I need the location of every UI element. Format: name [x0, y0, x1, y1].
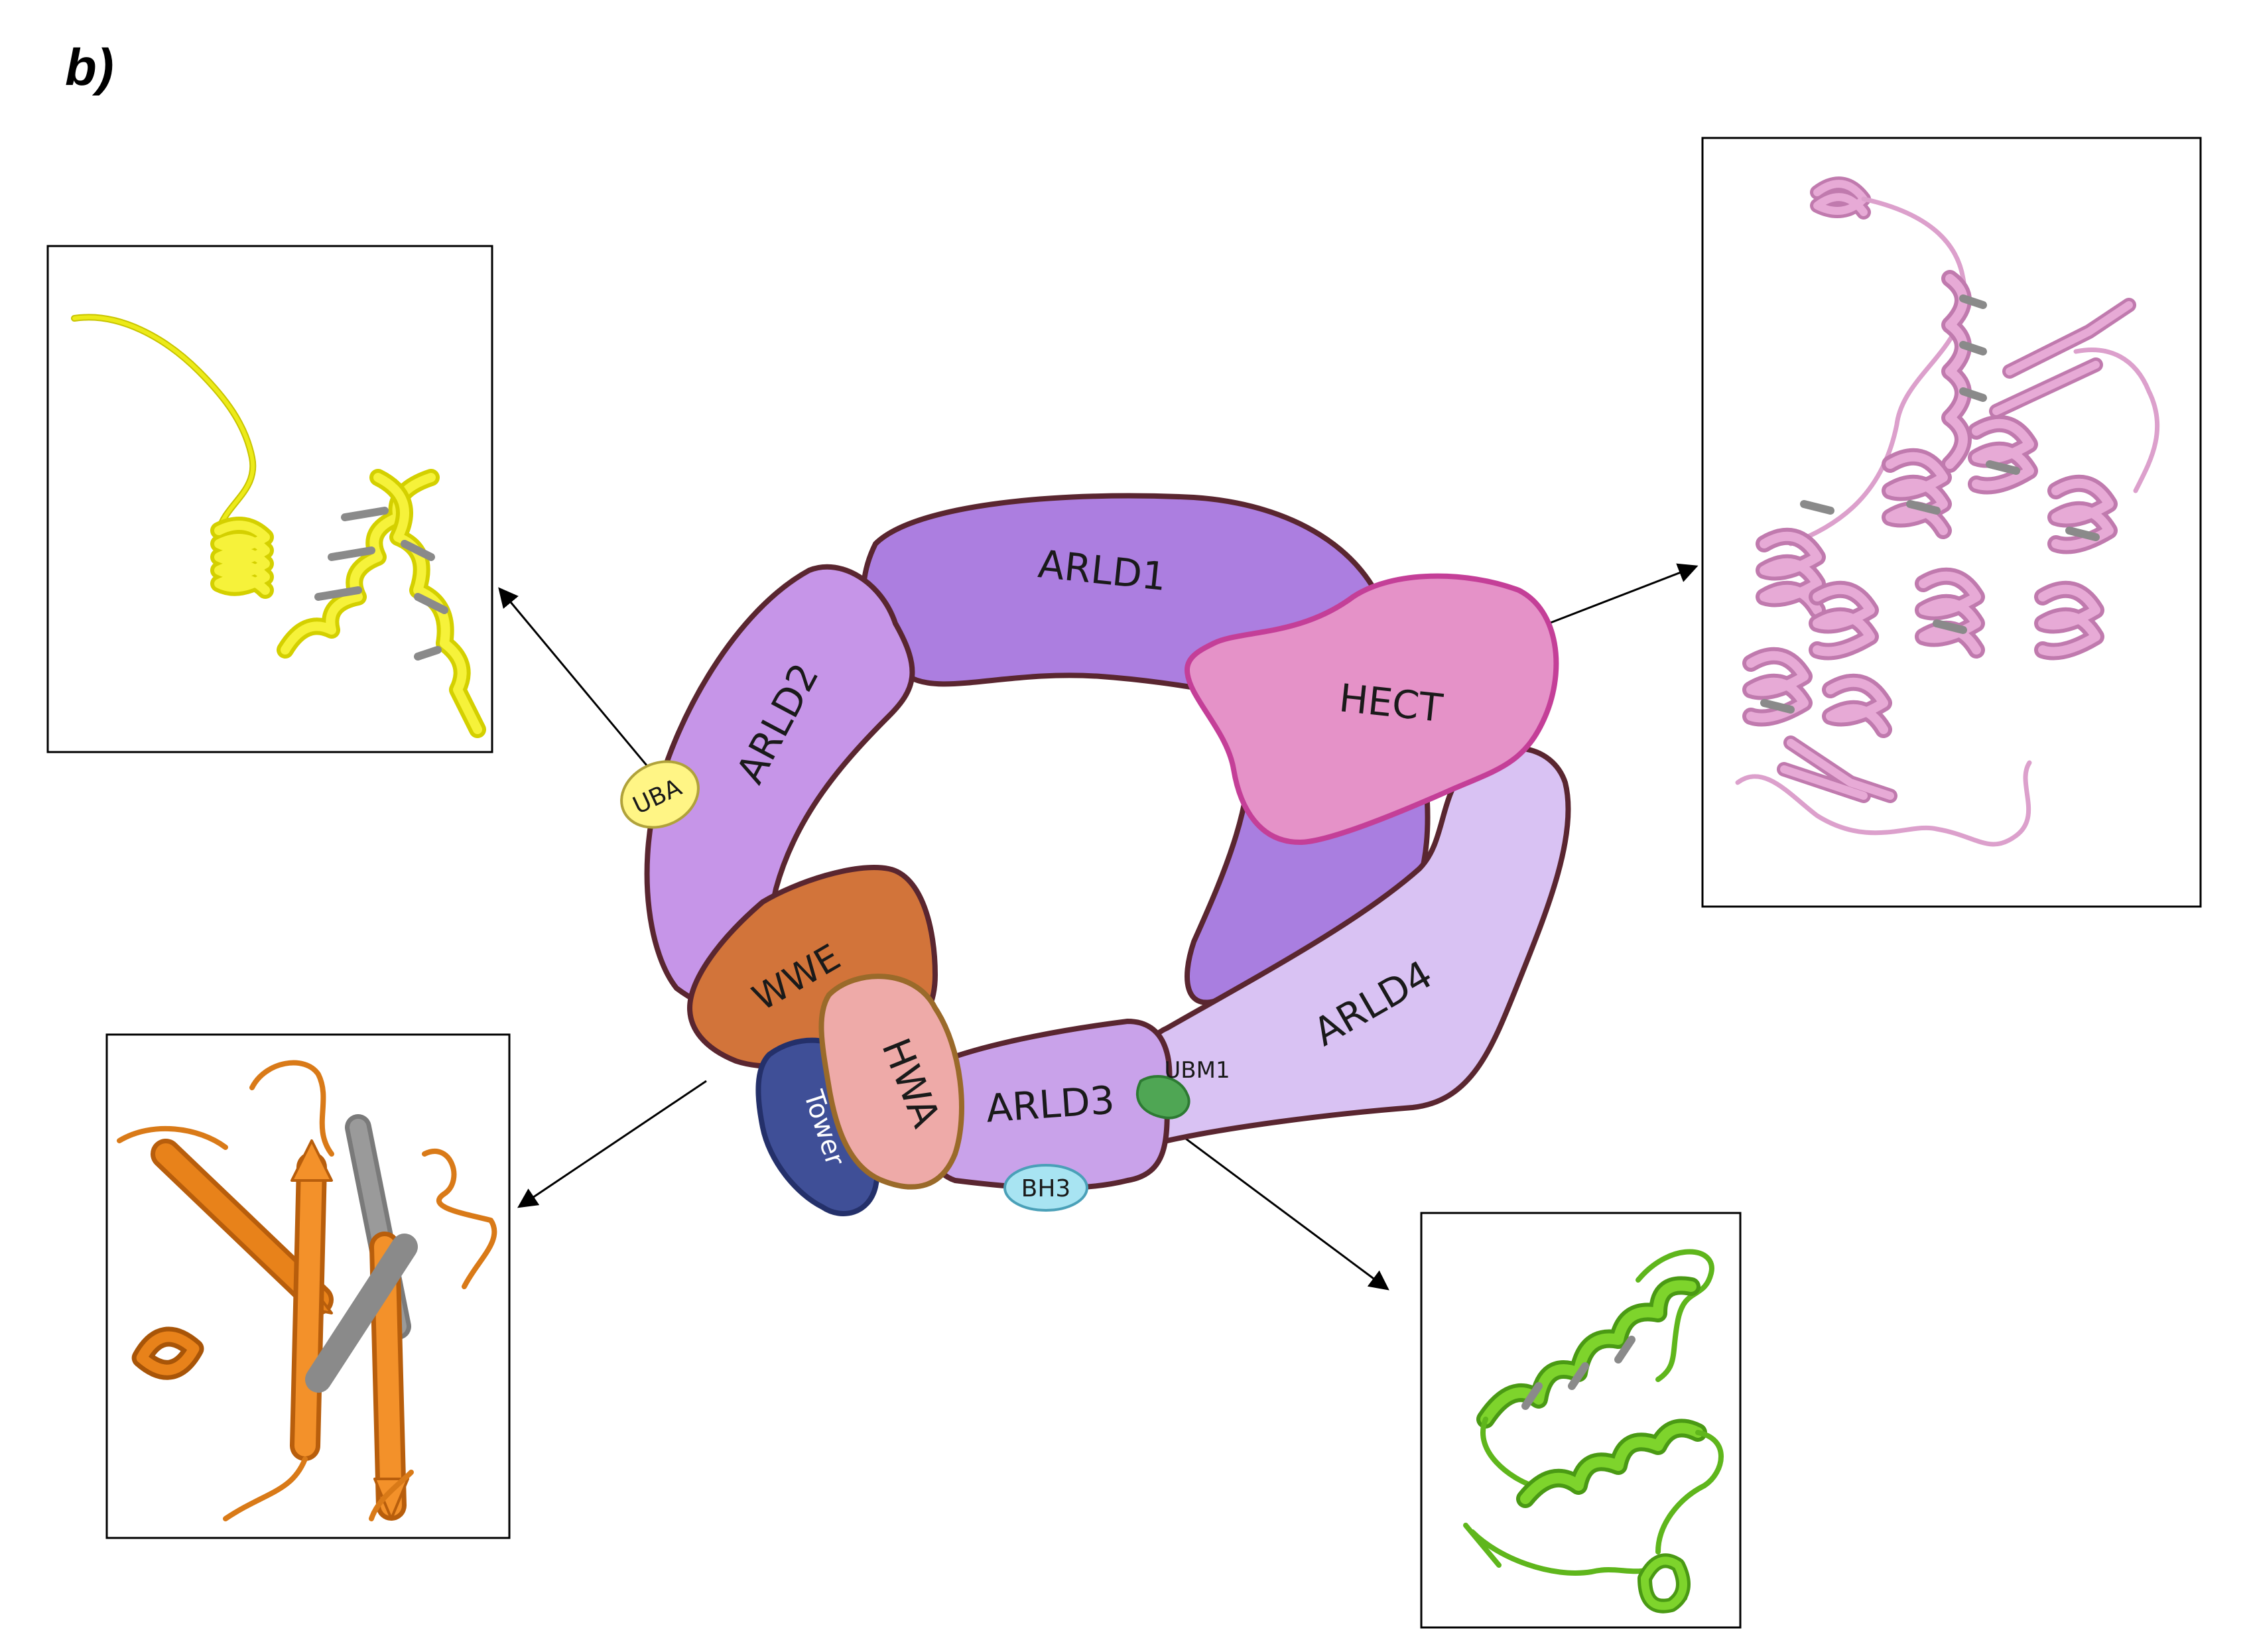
- hect-structure-image: [1735, 176, 2160, 847]
- panel-letter: b): [65, 38, 114, 96]
- arrow-to-wwe-structure: [517, 1080, 707, 1208]
- uba-domain: [620, 760, 700, 829]
- wwe-structure-image: [117, 1060, 497, 1521]
- arrow-to-uba-structure: [498, 587, 655, 774]
- arld3-label: ARLD3: [985, 1077, 1116, 1131]
- ubm1-structure-image: [1463, 1249, 1724, 1614]
- domain-ring: [620, 493, 1571, 1216]
- hect-structure-panel: [1701, 137, 2202, 908]
- ubm1-structure-panel: [1420, 1212, 1742, 1629]
- bh3-label: BH3: [1021, 1175, 1071, 1202]
- arrow-to-hect-structure: [1545, 563, 1699, 626]
- hwa-domain: [818, 974, 964, 1190]
- hect-label: HECT: [1337, 675, 1445, 731]
- wwe-structure-panel: [105, 1033, 511, 1539]
- ubm1-domain: [1136, 1074, 1190, 1119]
- hect-domain: [1185, 573, 1559, 845]
- uba-structure-image: [71, 314, 486, 738]
- arld4-domain: [1132, 745, 1571, 1144]
- bh3-domain: [1003, 1164, 1088, 1212]
- arrow-to-ubm1-structure: [1170, 1126, 1389, 1291]
- uba-structure-panel: [46, 245, 493, 753]
- ubm1-label: UBM1: [1164, 1057, 1230, 1084]
